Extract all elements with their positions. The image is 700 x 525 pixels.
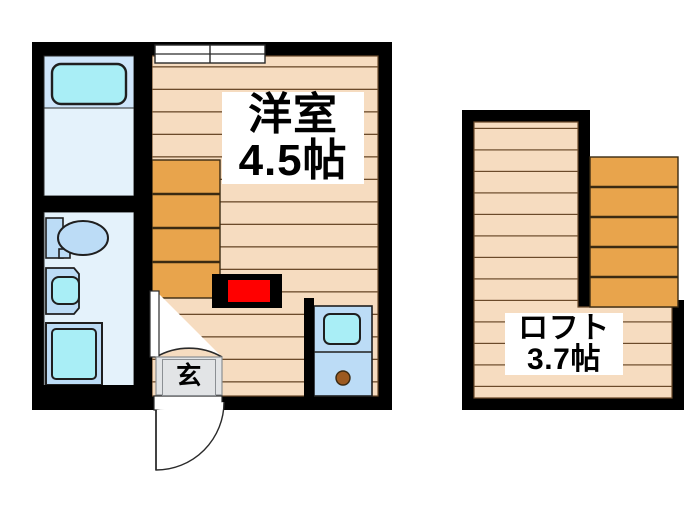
sliding-window-icon: [154, 44, 266, 64]
room-label-main-name: 洋室: [248, 90, 338, 139]
bathroom: [43, 55, 135, 197]
washing-machine-space-icon: [45, 322, 103, 386]
room-label-loft-name: ロフト: [518, 312, 610, 345]
kitchen-burner-icon: [335, 370, 351, 386]
red-marker-icon: [212, 274, 274, 308]
room-label-main: 洋室 4.5帖: [222, 92, 364, 184]
toilet-icon: [45, 217, 109, 259]
interior-door-icon: [149, 290, 223, 359]
partition-stub: [274, 274, 282, 308]
kitchen-unit: [313, 305, 373, 397]
room-label-loft-size: 3.7帖: [526, 343, 602, 377]
room-label-loft: ロフト 3.7帖: [505, 313, 623, 375]
internal-walls: [32, 42, 162, 410]
room-label-main-size: 4.5帖: [238, 135, 348, 185]
kitchen-sink-icon: [323, 313, 361, 345]
kitchen-partition-wall: [304, 298, 314, 410]
room-label-genkan: 玄: [162, 359, 216, 396]
washbasin-icon: [45, 267, 80, 315]
bathtub-icon: [50, 62, 128, 106]
entry-door-icon: [153, 395, 225, 471]
loft-stairs: [589, 156, 679, 308]
washroom: [43, 211, 135, 399]
stairs-to-loft: [151, 159, 221, 299]
